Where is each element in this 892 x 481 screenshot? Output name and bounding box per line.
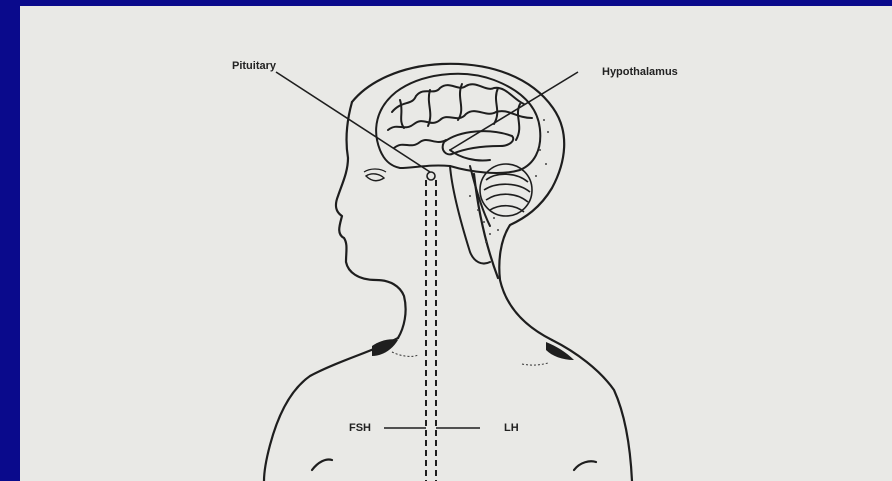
brain [376,74,540,264]
torso-curve-left [312,459,332,470]
face-profile [336,102,406,338]
collar-shadow-left [372,339,398,356]
pituitary-label: Pituitary [232,60,276,72]
eye [366,174,384,181]
diagram-image: Pituitary Hypothalamus FSH LH [20,6,892,481]
pituitary-gland [427,172,435,180]
pituitary-leader [276,72,430,172]
right-shoulder [552,340,632,481]
hypothalamus-label: Hypothalamus [602,66,678,78]
fsh-label: FSH [349,422,371,434]
torso-curve-right [574,461,596,470]
lh-label: LH [504,422,519,434]
anatomy-illustration [20,6,892,481]
